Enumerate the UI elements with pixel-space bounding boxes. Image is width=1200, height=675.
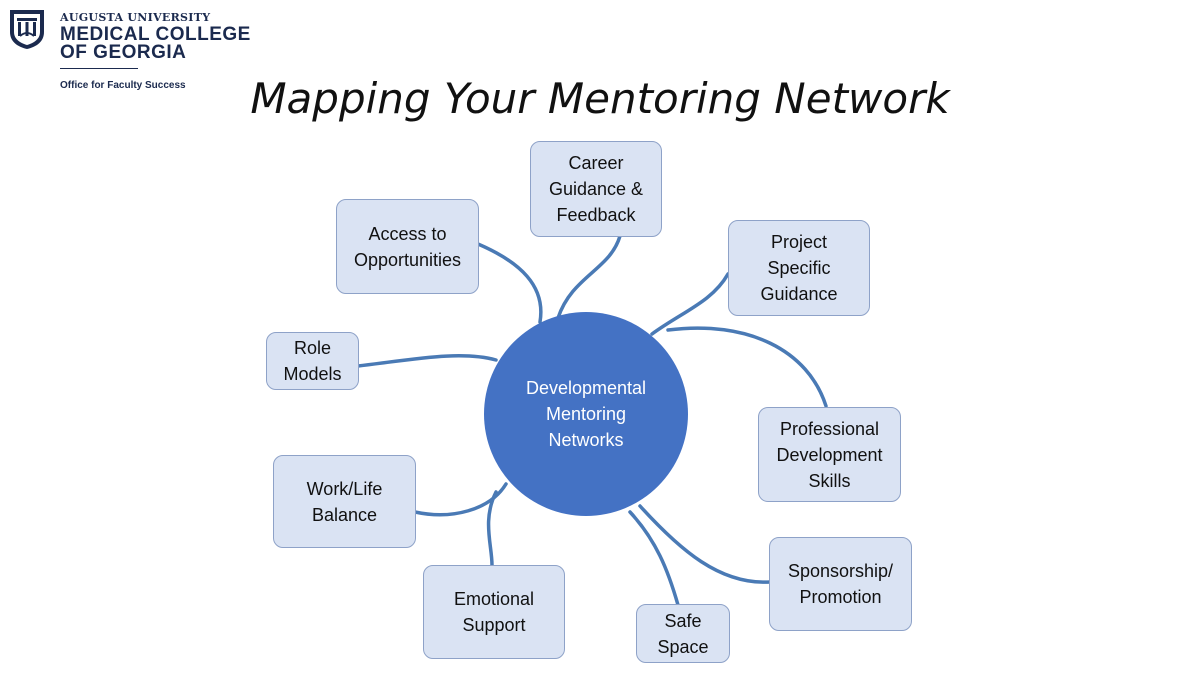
node-label: Role Models xyxy=(283,338,342,384)
node-access-to-opportunities: Access to Opportunities xyxy=(336,199,479,294)
node-project-specific-guidance: Project Specific Guidance xyxy=(728,220,870,316)
node-label: Project Specific Guidance xyxy=(760,232,838,304)
connector-career xyxy=(556,234,622,320)
node-label: Emotional Support xyxy=(453,589,535,635)
connector-sponsorship xyxy=(638,504,772,584)
node-label: Work/Life Balance xyxy=(306,478,383,525)
connector-role xyxy=(356,354,498,368)
office-name: Office for Faculty Success xyxy=(60,80,186,91)
node-role-models: Role Models xyxy=(266,332,359,390)
node-label: Professional Development Skills xyxy=(776,418,883,491)
university-name: AUGUSTA UNIVERSITY xyxy=(60,11,211,24)
shield-icon xyxy=(10,10,44,49)
node-professional-development-skills: Professional Development Skills xyxy=(758,407,901,502)
connector-emotional xyxy=(486,490,498,567)
connector-professional xyxy=(666,326,828,408)
connector-safe xyxy=(628,510,680,607)
node-label: Access to Opportunities xyxy=(353,223,462,270)
hub-label: Developmental Mentoring Networks xyxy=(525,378,647,450)
node-emotional-support: Emotional Support xyxy=(423,565,565,659)
node-label: Career Guidance & Feedback xyxy=(548,153,644,225)
node-safe-space: Safe Space xyxy=(636,604,730,663)
college-name-line1: MEDICAL COLLEGE xyxy=(60,24,251,45)
connector-project xyxy=(650,272,730,336)
connector-access xyxy=(476,242,543,324)
node-sponsorship-promotion: Sponsorship/ Promotion xyxy=(769,537,912,631)
logo-divider xyxy=(60,68,138,69)
page-title: Mapping Your Mentoring Network xyxy=(250,74,950,123)
node-label: Sponsorship/ Promotion xyxy=(787,561,894,607)
college-name-line2: OF GEORGIA xyxy=(60,42,187,63)
university-logo: AUGUSTA UNIVERSITY MEDICAL COLLEGE OF GE… xyxy=(8,8,258,98)
node-label: Safe Space xyxy=(657,610,709,657)
connector-worklife xyxy=(413,482,508,517)
node-career-guidance: Career Guidance & Feedback xyxy=(530,141,662,237)
hub-developmental-mentoring-networks: Developmental Mentoring Networks xyxy=(484,312,688,516)
node-work-life-balance: Work/Life Balance xyxy=(273,455,416,548)
college-name: MEDICAL COLLEGE OF GEORGIA xyxy=(60,24,251,63)
